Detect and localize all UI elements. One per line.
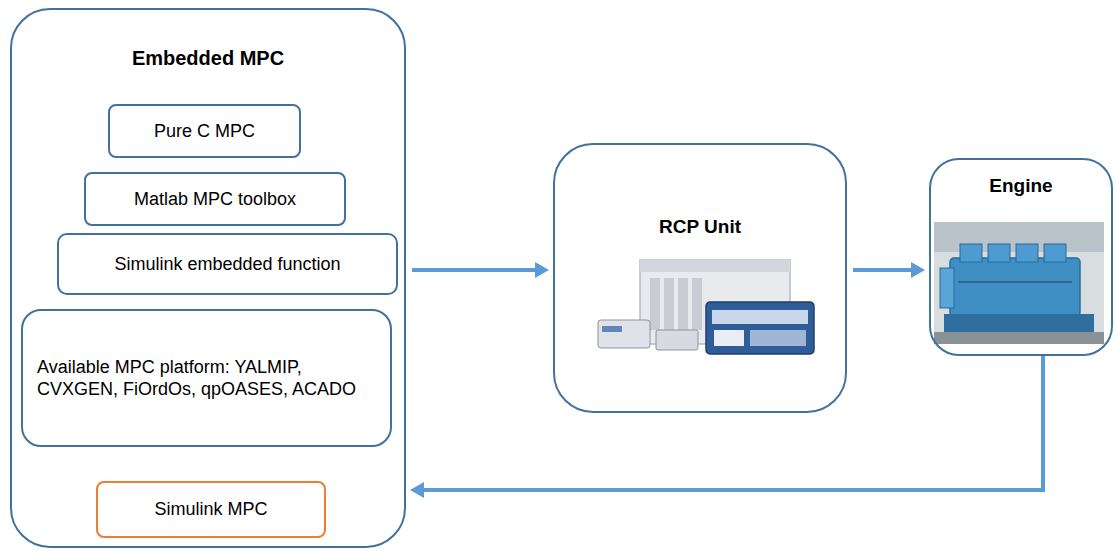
rcp-box: RCP Unit: [553, 143, 847, 413]
method-box: Pure C MPC: [108, 104, 301, 158]
box-heading: RCP Unit: [659, 215, 741, 239]
small-unit: [598, 320, 650, 348]
cylinder-head: [960, 244, 982, 262]
box-heading: Engine: [989, 174, 1052, 198]
method-box: Simulink embedded function: [57, 233, 398, 295]
box-label: Matlab MPC toolbox: [134, 188, 296, 211]
slot: [664, 278, 674, 330]
box-label: Available MPC platform: YALMIP, CVXGEN, …: [37, 356, 376, 401]
flow-arrow: [420, 356, 1043, 490]
floor: [934, 332, 1104, 344]
pipe: [958, 281, 1072, 283]
rcp-hardware: [598, 260, 814, 354]
engine-block: [950, 258, 1080, 316]
box-label: Simulink MPC: [154, 498, 267, 521]
front-panel: [750, 330, 806, 346]
blue-unit: [706, 302, 814, 354]
front-panel: [714, 330, 744, 346]
group-box: Embedded MPC Pure C MPC Matlab MPC toolbox…: [10, 8, 406, 548]
engine-box: Engine: [929, 158, 1113, 356]
flow-arrow: [853, 268, 915, 272]
box-label: Pure C MPC: [154, 120, 255, 143]
front-panel: [712, 310, 808, 324]
box-label: Simulink embedded function: [114, 253, 340, 276]
cylinder-head: [1016, 244, 1038, 262]
engine-base: [944, 314, 1094, 332]
turbo: [940, 268, 954, 308]
photo-ground: [934, 222, 1104, 344]
slot: [678, 278, 688, 330]
highlight-box: Simulink MPC: [96, 481, 326, 538]
cylinder-head: [1044, 244, 1066, 262]
port: [602, 326, 622, 332]
engine-photo: [934, 222, 1104, 344]
method-box: Matlab MPC toolbox: [84, 172, 346, 226]
slot: [692, 278, 702, 330]
slot: [650, 278, 660, 330]
chassis-top: [640, 260, 790, 272]
small-unit: [656, 330, 698, 350]
flow-arrow: [412, 268, 539, 272]
platform-box: Available MPC platform: YALMIP, CVXGEN, …: [21, 309, 392, 447]
box-heading: Embedded MPC: [132, 46, 284, 71]
cylinder-head: [988, 244, 1010, 262]
